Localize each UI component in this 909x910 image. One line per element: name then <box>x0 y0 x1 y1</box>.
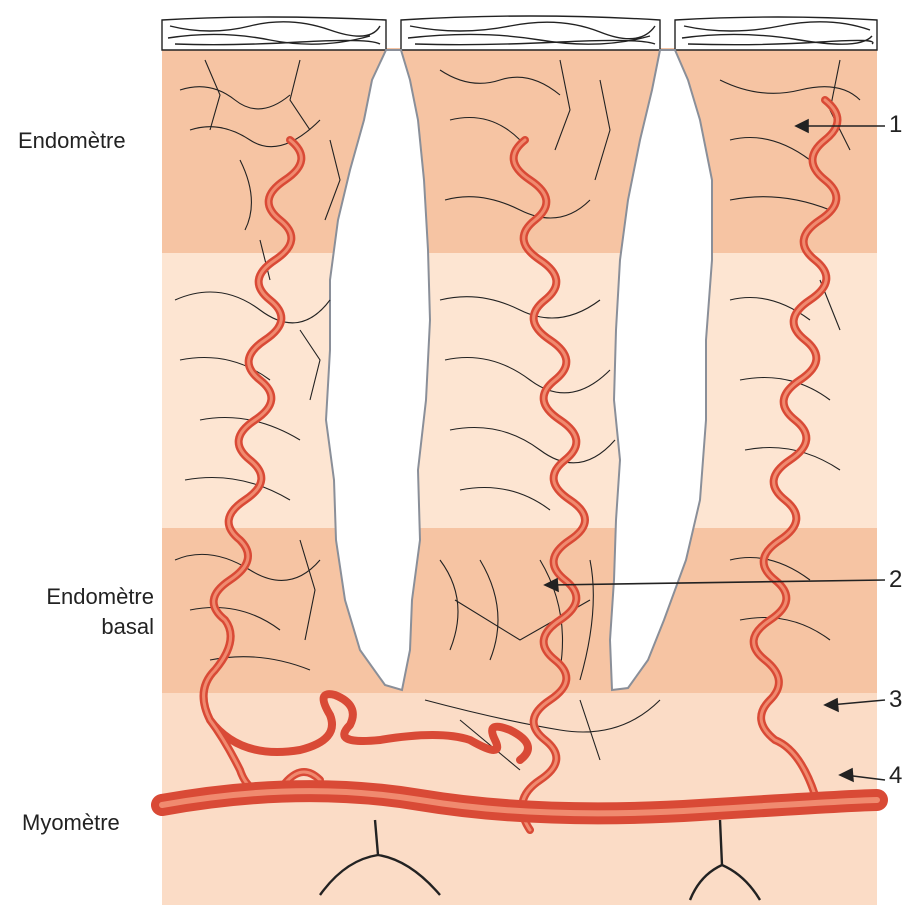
label-endometre-basal-line2: basal <box>8 612 154 642</box>
callout-1: 1 <box>889 111 902 139</box>
label-endometre-basal: Endomètre basal <box>8 582 154 642</box>
label-endometre: Endomètre <box>18 126 126 156</box>
label-endometre-basal-line1: Endomètre <box>8 582 154 612</box>
surface-epithelium <box>162 16 877 50</box>
callout-2: 2 <box>889 566 902 594</box>
label-myometre: Myomètre <box>22 808 120 838</box>
callout-4: 4 <box>889 762 902 790</box>
callout-3: 3 <box>889 686 902 714</box>
